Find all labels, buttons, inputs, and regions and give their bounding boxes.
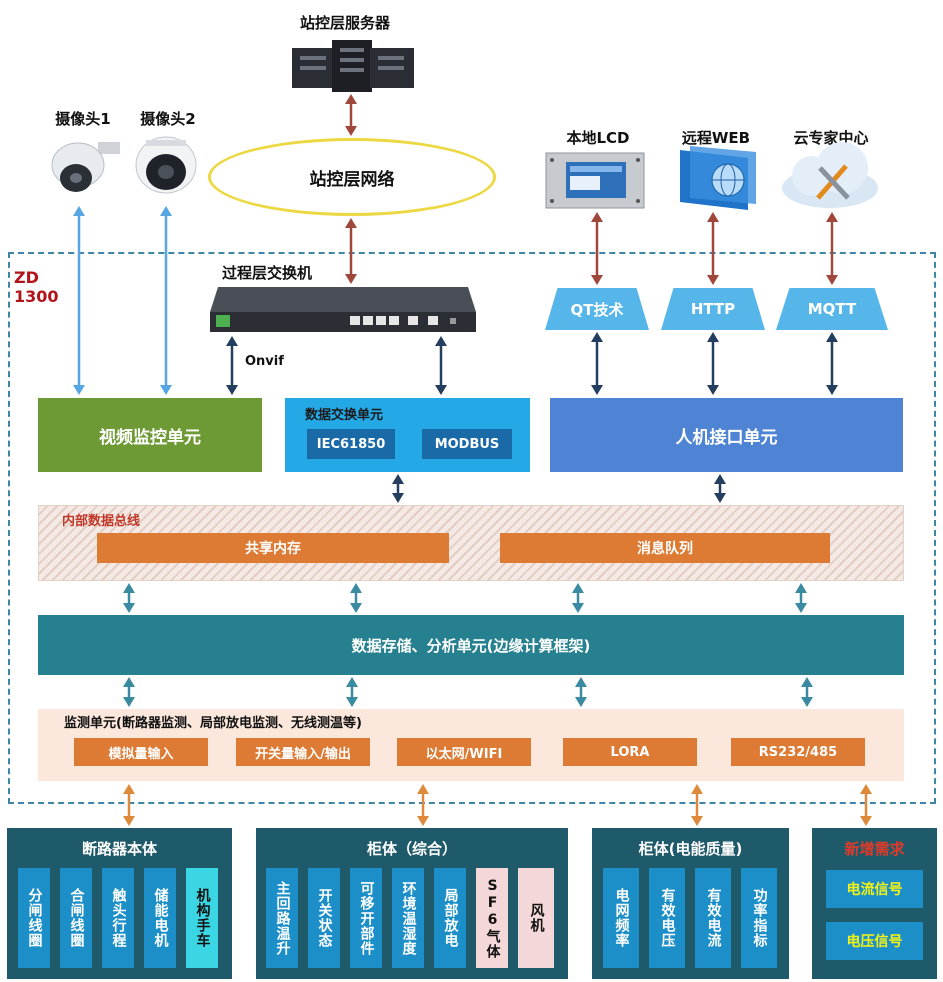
cabinet-item-switch-state: 开关状态 <box>308 868 340 968</box>
power-quality-title: 柜体(电能质量) <box>638 840 743 858</box>
lcd-label: 本地LCD <box>566 129 630 147</box>
message-queue-box: 消息队列 <box>500 533 830 563</box>
power-quality-group: 柜体(电能质量) 电网频率 有效电压 有效电流 功率指标 <box>592 828 789 979</box>
video-monitoring-unit: 视频监控单元 <box>38 398 262 472</box>
camera1-label: 摄像头1 <box>55 110 111 128</box>
cabinet-item-env-temp-humidity: 环境温湿度 <box>392 868 424 968</box>
monitoring-unit-title: 监测单元(断路器监测、局部放电监测、无线测温等) <box>64 716 362 731</box>
cabinet-comprehensive-group: 柜体（综合） 主回路温升 开关状态 可移开部件 环境温湿度 局部放电 SF6气体… <box>256 828 568 979</box>
pq-item-power-indicators: 功率指标 <box>741 868 777 968</box>
data-exchange-unit: 数据交换单元 IEC61850 MODBUS <box>285 398 530 472</box>
other-signals-title: 新增需求 <box>844 840 905 858</box>
zd1300-label: ZD 1300 <box>14 268 59 306</box>
lora-box: LORA <box>563 738 697 766</box>
breaker-item-storage-motor: 储能电机 <box>144 868 176 968</box>
pq-item-rms-voltage: 有效电压 <box>649 868 685 968</box>
onvif-label: Onvif <box>245 354 284 369</box>
station-network-ellipse: 站控层网络 <box>208 138 496 216</box>
protocol-mqtt: MQTT <box>776 288 888 330</box>
arrow-server-network <box>345 94 357 136</box>
hmi-unit: 人机接口单元 <box>550 398 903 472</box>
iec61850-box: IEC61850 <box>307 429 395 459</box>
zd1300-label-line2: 1300 <box>14 287 59 306</box>
other-signals-group: 新增需求 电流信号 电压信号 <box>812 828 937 979</box>
shared-memory-box: 共享内存 <box>97 533 449 563</box>
protocol-qt: QT技术 <box>545 288 649 330</box>
analog-input-box: 模拟量输入 <box>74 738 208 766</box>
cloud-label: 云专家中心 <box>793 129 869 147</box>
cabinet-comprehensive-title: 柜体（综合） <box>366 840 457 858</box>
rs232-485-box: RS232/485 <box>731 738 865 766</box>
ethernet-wifi-box: 以太网/WIFI <box>397 738 531 766</box>
breaker-body-title: 断路器本体 <box>81 840 157 858</box>
pq-item-rms-current: 有效电流 <box>695 868 731 968</box>
station-network-label: 站控层网络 <box>309 169 395 190</box>
pq-item-grid-frequency: 电网频率 <box>603 868 639 968</box>
breaker-body-group: 断路器本体 分闸线圈 合闸线圈 触头行程 储能电机 机构手车 <box>7 828 232 979</box>
zd1300-boundary <box>8 252 936 804</box>
data-exchange-title: 数据交换单元 <box>305 408 384 423</box>
digital-io-box: 开关量输入/输出 <box>236 738 370 766</box>
cabinet-item-removable-part: 可移开部件 <box>350 868 382 968</box>
breaker-item-mechanism-trolley: 机构手车 <box>186 868 218 968</box>
cabinet-item-fan: 风机 <box>518 868 554 968</box>
current-signal-box: 电流信号 <box>826 870 923 908</box>
camera2-label: 摄像头2 <box>140 110 196 128</box>
data-storage-analysis-unit: 数据存储、分析单元(边缘计算框架) <box>38 615 904 675</box>
cabinet-item-main-circuit-temp: 主回路温升 <box>266 868 298 968</box>
web-label: 远程WEB <box>681 129 751 147</box>
cabinet-item-sf6-gas: SF6气体 <box>476 868 508 968</box>
switch-label: 过程层交换机 <box>222 264 313 282</box>
voltage-signal-box: 电压信号 <box>826 922 923 960</box>
breaker-item-opening-coil: 分闸线圈 <box>18 868 50 968</box>
internal-bus-title: 内部数据总线 <box>62 514 141 529</box>
protocol-http: HTTP <box>661 288 765 330</box>
cabinet-item-partial-discharge: 局部放电 <box>434 868 466 968</box>
zd1300-label-line1: ZD <box>14 268 39 287</box>
modbus-box: MODBUS <box>422 429 512 459</box>
breaker-item-contact-travel: 触头行程 <box>102 868 134 968</box>
breaker-item-closing-coil: 合闸线圈 <box>60 868 92 968</box>
server-label: 站控层服务器 <box>299 14 390 32</box>
